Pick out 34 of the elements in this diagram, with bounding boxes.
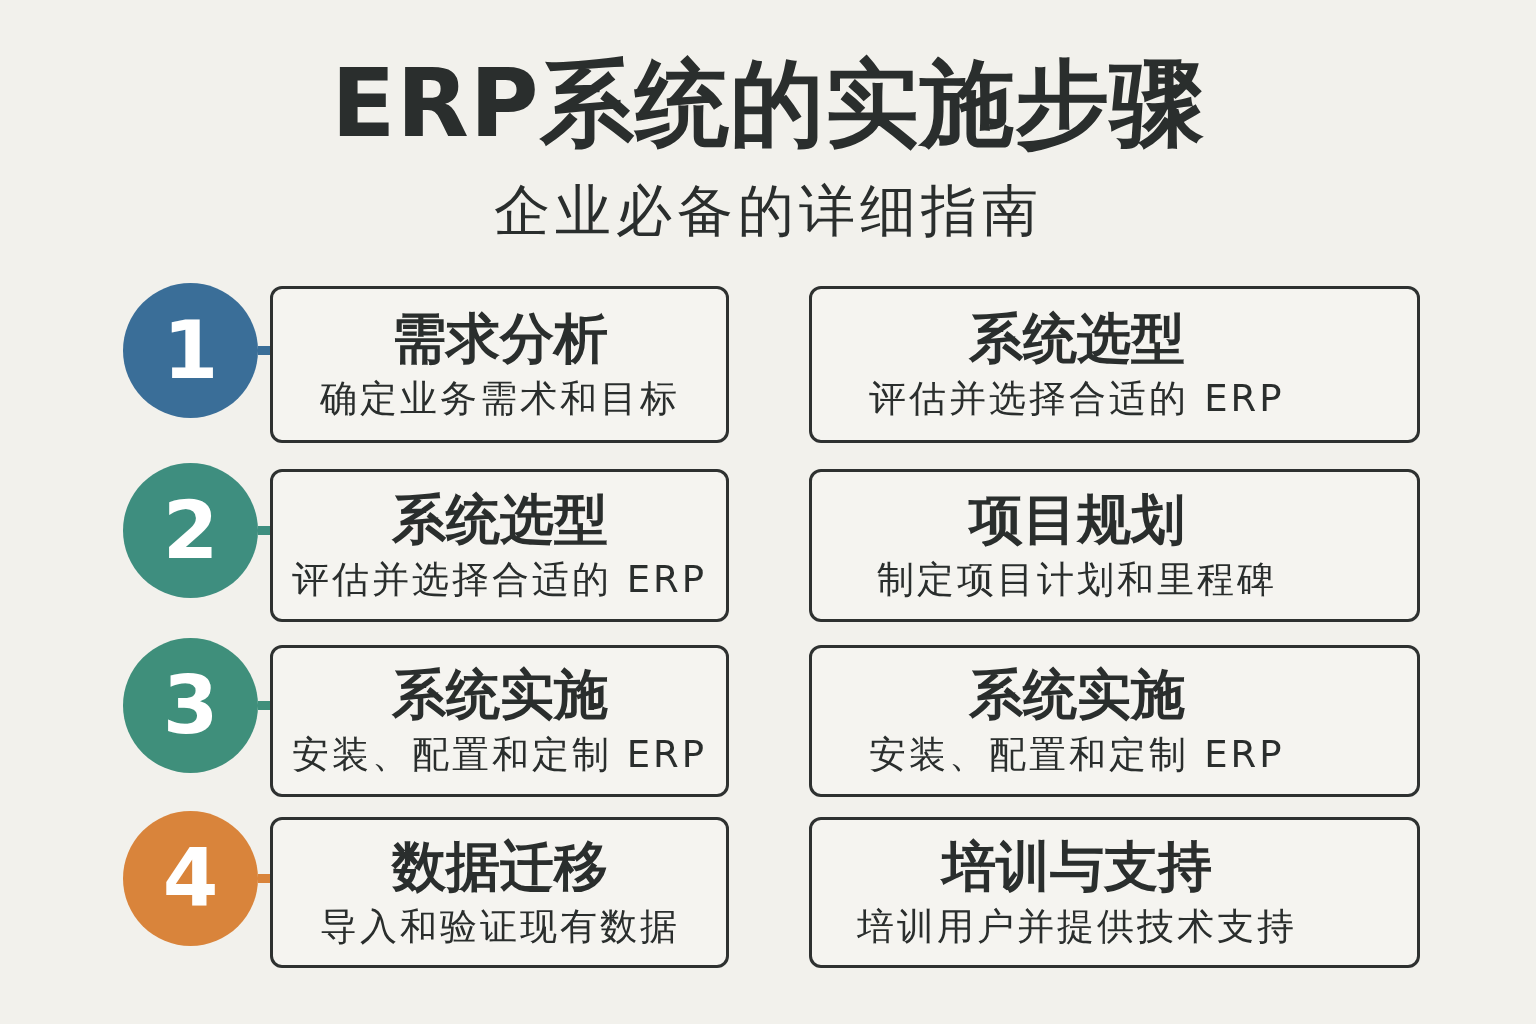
step-title: 系统实施 — [969, 664, 1185, 726]
subtitle: 企业必备的详细指南 — [493, 178, 1043, 244]
step-card — [270, 817, 729, 968]
step-description: 制定项目计划和里程碑 — [877, 556, 1277, 603]
connector-line — [258, 346, 270, 355]
step-title: 系统实施 — [391, 664, 608, 726]
step-card — [270, 645, 729, 797]
step-title: 数据迁移 — [391, 835, 608, 898]
step-card — [809, 286, 1420, 443]
step-description: 安装、配置和定制 ERP — [869, 732, 1285, 778]
step-number-circle: 3 — [123, 638, 258, 773]
step-card — [809, 645, 1420, 797]
step-card — [270, 469, 729, 622]
step-title: 系统选型 — [391, 488, 608, 551]
step-title: 项目规划 — [969, 488, 1185, 551]
step-description: 培训用户并提供技术支持 — [857, 903, 1297, 950]
step-number-circle: 4 — [123, 811, 258, 946]
step-card — [809, 817, 1420, 968]
step-description: 评估并选择合适的 ERP — [869, 375, 1285, 422]
step-number-circle: 1 — [123, 283, 258, 418]
connector-line — [258, 701, 270, 710]
step-card — [809, 469, 1420, 622]
step-description: 评估并选择合适的 ERP — [291, 556, 708, 603]
step-card — [270, 286, 729, 443]
step-title: 系统选型 — [969, 307, 1185, 370]
connector-line — [258, 874, 270, 883]
step-title: 培训与支持 — [942, 835, 1212, 898]
connector-line — [258, 526, 270, 535]
step-description: 导入和验证现有数据 — [319, 903, 680, 950]
step-title: 需求分析 — [391, 307, 608, 370]
step-description: 安装、配置和定制 ERP — [291, 732, 708, 778]
title: ERP系统的实施步骤 — [331, 48, 1205, 160]
step-description: 确定业务需术和目标 — [319, 375, 680, 422]
step-number-circle: 2 — [123, 463, 258, 598]
